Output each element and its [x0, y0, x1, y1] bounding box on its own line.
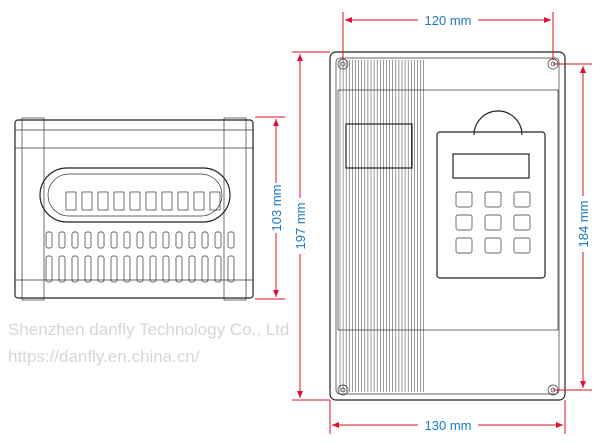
vent-slot	[58, 231, 66, 249]
terminal-slot	[129, 191, 141, 211]
vent-slot	[201, 231, 209, 249]
vent-slot	[84, 255, 92, 283]
vent-slot	[84, 231, 92, 249]
watermark-url: https://danfly.en.china.cn/	[8, 347, 200, 366]
terminal-slot	[65, 191, 77, 211]
keypad-button	[513, 214, 531, 231]
terminal-slot	[113, 191, 125, 211]
vent-slot	[45, 231, 53, 249]
vent-slot	[214, 255, 222, 283]
keypad-button	[513, 191, 531, 208]
bottom-width-label: 130 mm	[425, 418, 472, 433]
vent-slot	[110, 231, 118, 249]
terminal-slot	[97, 191, 109, 211]
terminal-slot	[193, 191, 205, 211]
vent-slot	[45, 255, 53, 283]
keypad-button	[513, 237, 531, 254]
vent-slot	[123, 255, 131, 283]
vent-slot	[110, 255, 118, 283]
terminal-slot	[145, 191, 157, 211]
vent-slot	[188, 231, 196, 249]
vent-slot	[136, 231, 144, 249]
outer-height-label: 197 mm	[293, 203, 308, 250]
keypad-button	[455, 237, 473, 254]
terminal-slot	[161, 191, 173, 211]
vent-slot	[149, 255, 157, 283]
vent-slot	[175, 255, 183, 283]
inner-height-label: 184 mm	[576, 201, 591, 248]
vent-slot	[123, 231, 131, 249]
vent-slot	[71, 255, 79, 283]
keypad-button	[484, 214, 502, 231]
top-width-label: 120 mm	[425, 13, 472, 28]
front-view	[329, 51, 566, 401]
bottom-width-dimension: 130 mm	[329, 400, 566, 434]
terminal-slot	[177, 191, 189, 211]
side-view	[14, 117, 254, 301]
keypad-button	[484, 237, 502, 254]
vent-slot	[97, 255, 105, 283]
vent-slot	[214, 231, 222, 249]
vent-slot	[227, 255, 235, 283]
keypad-button	[455, 214, 473, 231]
vent-slot	[136, 255, 144, 283]
keypad-button	[484, 191, 502, 208]
inner-height-dimension: 184 mm	[553, 63, 592, 391]
vent-slot	[188, 255, 196, 283]
terminal-slot	[81, 191, 93, 211]
vent-slot	[162, 255, 170, 283]
keypad-button	[455, 191, 473, 208]
terminal-slot	[209, 191, 221, 211]
vent-slot	[227, 231, 235, 249]
vent-slot	[201, 255, 209, 283]
vent-slot	[97, 231, 105, 249]
vent-slot	[162, 231, 170, 249]
vent-slot	[175, 231, 183, 249]
vent-slot	[58, 255, 66, 283]
vent-slot	[149, 231, 157, 249]
depth-dimension: 103 mm	[255, 116, 285, 300]
outer-height-dimension: 197 mm	[292, 51, 330, 401]
top-width-dimension: 120 mm	[342, 12, 554, 60]
depth-label: 103 mm	[269, 185, 284, 232]
vent-slot	[71, 231, 79, 249]
watermark-company: Shenzhen danfly Technology Co., Ltd	[8, 320, 289, 339]
